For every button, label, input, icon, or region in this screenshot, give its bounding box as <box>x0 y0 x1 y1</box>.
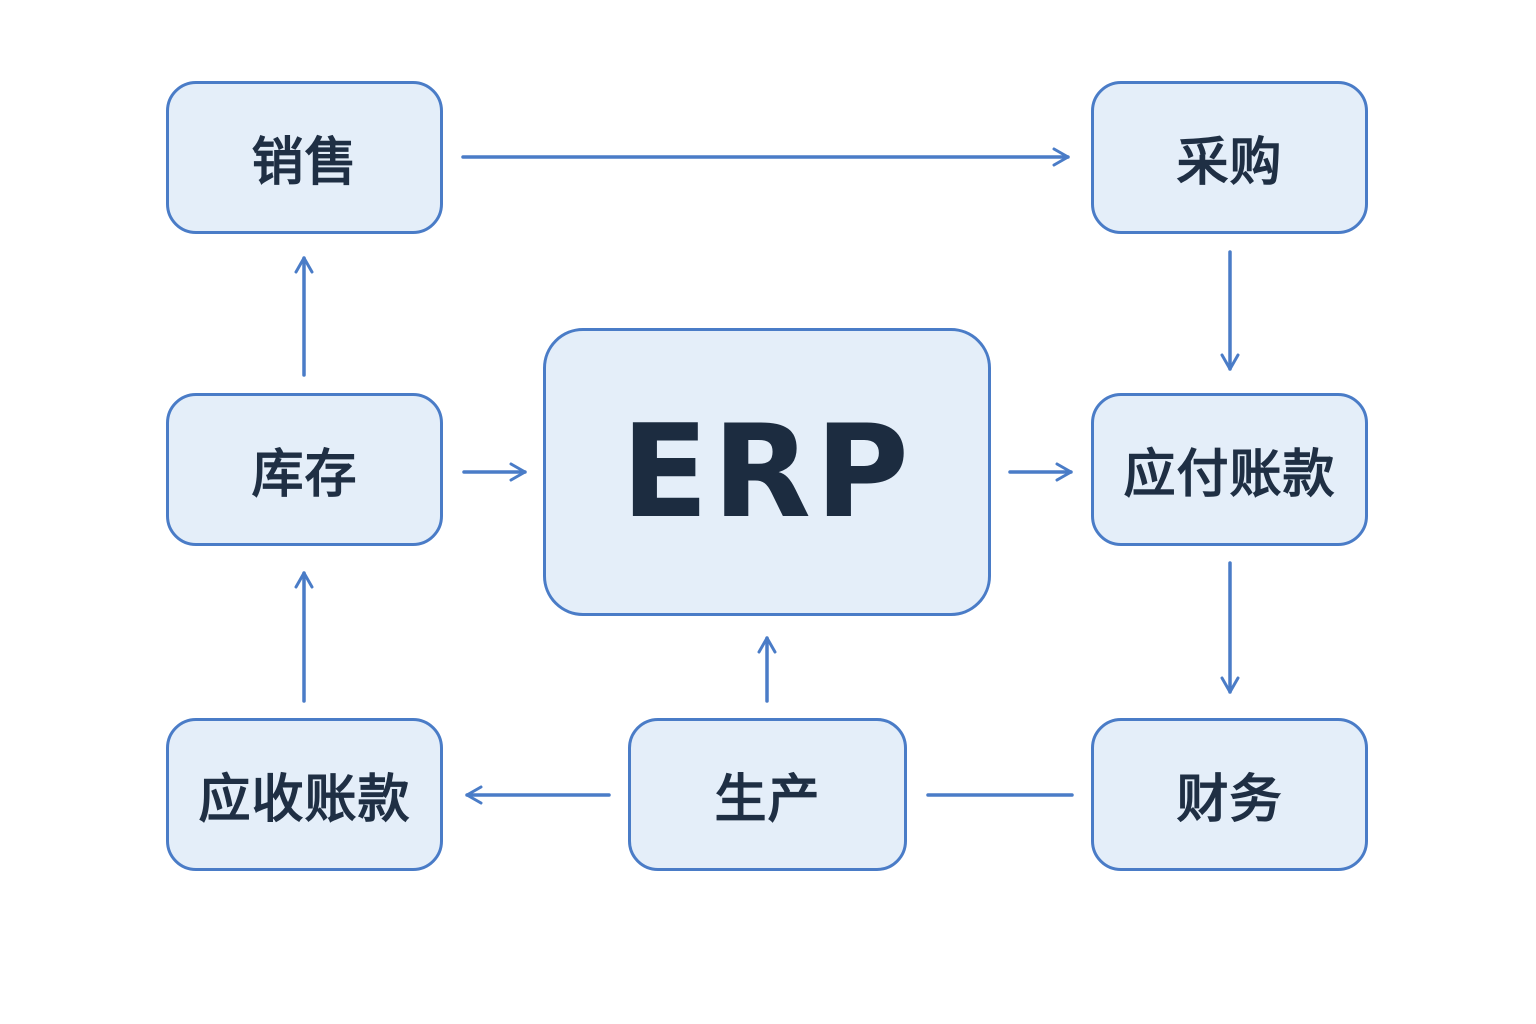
node-inventory-label: 库存 <box>251 445 358 505</box>
node-purchase: 采购 <box>1091 81 1368 234</box>
node-finance: 财务 <box>1091 718 1368 871</box>
node-erp-label: ERP <box>621 397 913 547</box>
node-accounts-payable-label: 应付账款 <box>1123 445 1336 505</box>
node-accounts-receivable: 应收账款 <box>166 718 443 871</box>
node-sales: 销售 <box>166 81 443 234</box>
node-accounts-payable: 应付账款 <box>1091 393 1368 546</box>
node-erp: ERP <box>543 328 991 616</box>
node-production: 生产 <box>628 718 907 871</box>
node-production-label: 生产 <box>714 770 821 830</box>
node-inventory: 库存 <box>166 393 443 546</box>
node-accounts-receivable-label: 应收账款 <box>198 770 411 830</box>
node-finance-label: 财务 <box>1176 770 1283 830</box>
node-purchase-label: 采购 <box>1176 133 1283 193</box>
node-sales-label: 销售 <box>251 133 358 193</box>
